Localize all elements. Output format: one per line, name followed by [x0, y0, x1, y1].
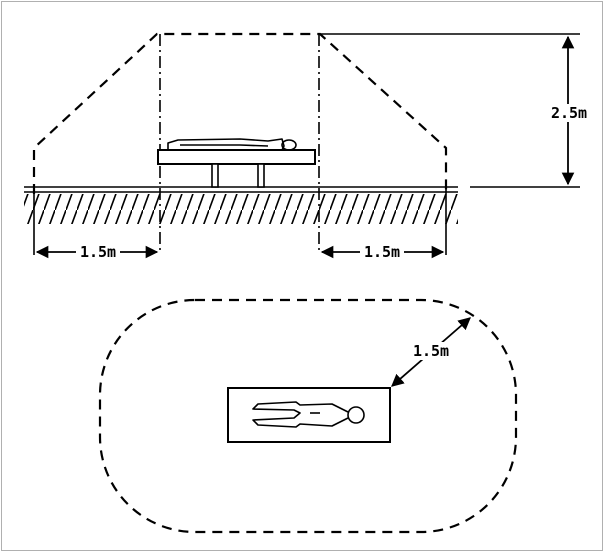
ground-hatching [24, 194, 458, 224]
top-clearance-label: 1.5m [413, 342, 449, 360]
bed-leg-right [257, 163, 265, 188]
bed-leg-left [211, 163, 219, 188]
right-distance-label: 1.5m [364, 243, 400, 261]
patient-side-figure [167, 138, 297, 151]
top-bed-outline [227, 387, 391, 443]
patient-top-figure [252, 401, 365, 428]
top-view: 1.5m [98, 298, 518, 534]
top-clearance-boundary [98, 298, 518, 534]
bed-top [157, 149, 316, 165]
side-view: 2.5m 1.5m 1.5m [24, 32, 589, 261]
height-label: 2.5m [551, 104, 587, 122]
clearance-zone-outline [32, 32, 448, 194]
left-distance-label: 1.5m [80, 243, 116, 261]
